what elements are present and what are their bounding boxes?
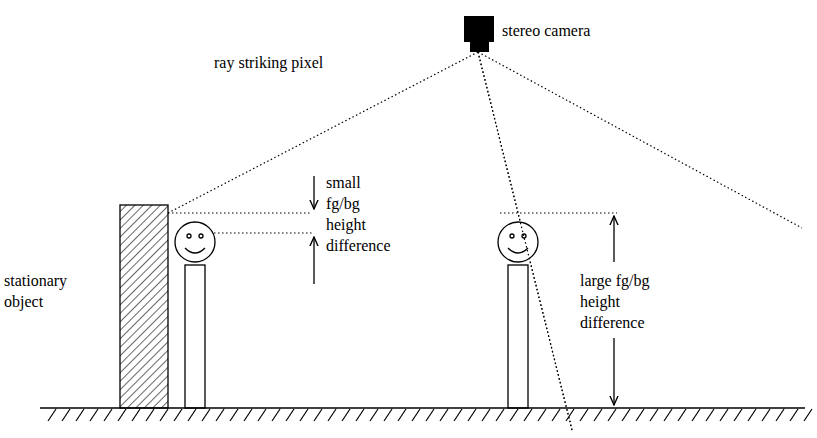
ray-label: ray striking pixel <box>214 52 323 73</box>
camera-lens <box>470 42 489 52</box>
person <box>498 222 538 408</box>
person <box>175 222 215 408</box>
ground-hatch <box>48 409 812 421</box>
rays <box>168 52 802 430</box>
stationary-object <box>120 205 168 408</box>
dimension-label: large fg/bg height difference <box>580 270 670 333</box>
ground <box>40 407 805 409</box>
object-label: stationary object <box>4 270 82 312</box>
ray <box>478 52 572 430</box>
camera-body <box>464 16 494 42</box>
dimension-label: small fg/bg height difference <box>326 172 398 256</box>
device-label: stereo camera <box>502 20 590 41</box>
